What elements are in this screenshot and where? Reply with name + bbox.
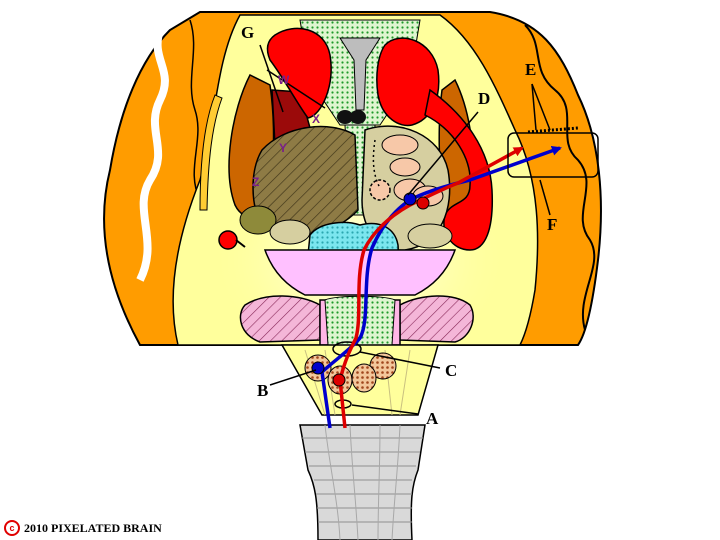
thalamic-nucleus-3	[369, 179, 391, 201]
copyright-icon: c	[4, 520, 20, 536]
thalamic-nucleus-2	[389, 157, 421, 177]
leader-w	[266, 69, 326, 109]
label-d: D	[478, 89, 490, 108]
leader-b	[269, 369, 317, 386]
cortex-target-box	[507, 132, 599, 178]
leader-e2	[531, 83, 537, 131]
septum-pellucidum	[339, 37, 381, 111]
thalamic-nucleus-1	[381, 134, 419, 156]
label-b: B	[257, 381, 268, 400]
credit-text: 2010 PIXELATED BRAIN	[24, 520, 162, 535]
leader-f	[539, 179, 551, 216]
label-w: W	[278, 73, 290, 87]
label-g: G	[241, 23, 254, 42]
blue-neuron-thalamus	[403, 192, 417, 206]
blue-neuron-brainstem	[311, 361, 325, 375]
label-c: C	[445, 361, 457, 380]
copyright-credit: c 2010 PIXELATED BRAIN	[4, 520, 162, 536]
fornix-right	[350, 110, 366, 124]
amygdala-left	[239, 205, 277, 235]
label-f: F	[547, 215, 557, 234]
caudate-right	[376, 37, 440, 127]
label-x: X	[312, 112, 320, 126]
label-a: A	[426, 409, 439, 428]
red-neuron-thalamus	[416, 196, 430, 210]
spinal-cord-segments	[302, 437, 423, 523]
fornix-left	[337, 110, 353, 124]
spinal-cord	[299, 424, 426, 540]
right-gyri	[524, 24, 596, 331]
leader-d	[407, 111, 479, 196]
leader-g	[259, 44, 284, 113]
label-e: E	[525, 60, 536, 79]
left-marker-dot	[218, 230, 238, 250]
leader-e1	[531, 83, 551, 131]
caudate-tail	[424, 88, 494, 251]
label-y: Y	[279, 141, 287, 155]
leader-a	[351, 404, 419, 415]
caudate-left	[266, 27, 332, 119]
red-neuron-brainstem	[332, 373, 346, 387]
cortex-layer-dashes	[527, 126, 579, 134]
hippocampus-left	[269, 219, 311, 245]
left-gyri	[136, 28, 169, 282]
cuneate-nucleus-right	[351, 363, 377, 393]
claustrum	[199, 94, 223, 211]
leader-c	[359, 351, 441, 369]
label-z: Z	[252, 175, 259, 189]
hippocampus-right	[407, 223, 453, 249]
